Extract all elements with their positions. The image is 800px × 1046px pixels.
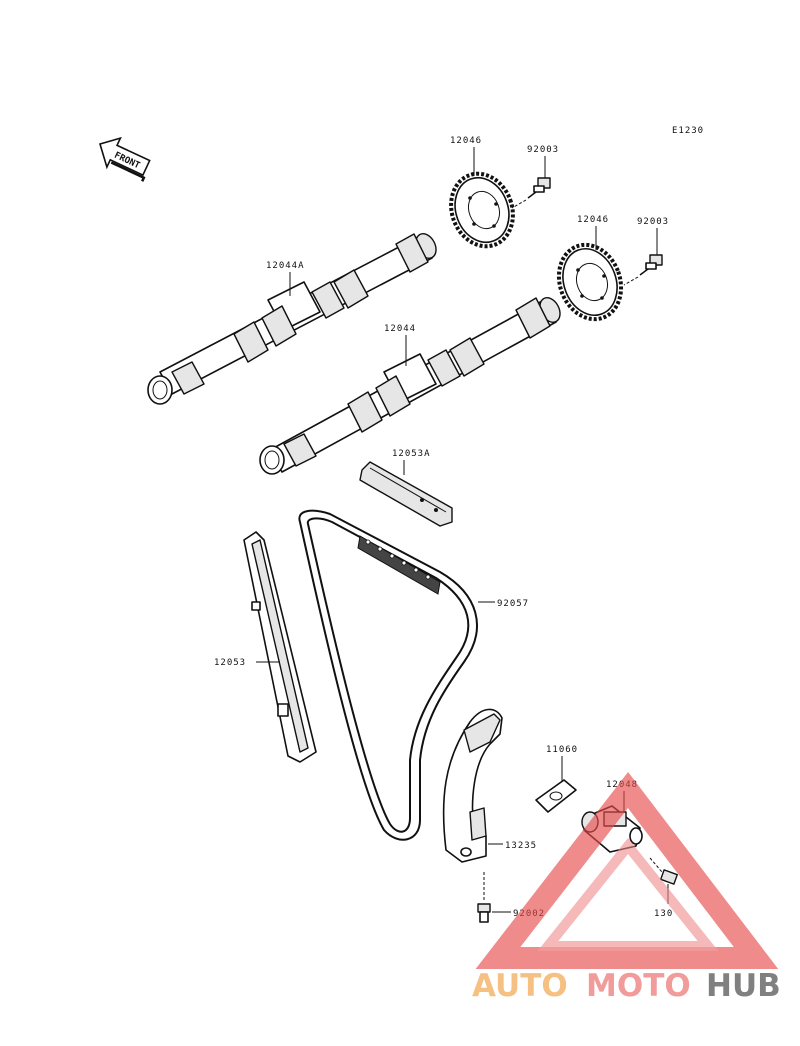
watermark-word-hub: HUB [706, 968, 781, 1004]
camshaft-12044 [259, 297, 561, 475]
label-bolt-right: 92003 [637, 217, 669, 227]
watermark-triangle-icon [475, 771, 779, 969]
tensioner-gasket [535, 779, 577, 813]
label-bolt-left: 92003 [527, 145, 559, 155]
label-sprocket-right: 12046 [577, 215, 609, 225]
watermark-word-auto: AUTO [472, 968, 568, 1004]
rear-chain-guide [442, 708, 503, 863]
label-tensioner-bolt: 130 [654, 909, 673, 919]
sprocket-bolt-right [639, 254, 663, 276]
guide-bolt-bottom [477, 872, 491, 923]
front-arrow-icon: FRONT [99, 136, 151, 182]
label-chain: 92057 [497, 599, 529, 609]
diagram-code: E1230 [672, 126, 704, 136]
camshaft-12044a [147, 233, 437, 405]
front-chain-guide [243, 531, 317, 763]
sprocket-bolt-left [527, 177, 551, 199]
camshaft-sprocket-right [556, 242, 624, 322]
label-gasket: 11060 [546, 745, 578, 755]
upper-chain-guide [359, 461, 453, 527]
camshaft-sprocket-left [449, 171, 515, 249]
label-camshaft-exhaust: 12044 [384, 324, 416, 334]
label-upper-guide: 12053A [392, 449, 431, 459]
label-rear-guide: 13235 [505, 841, 537, 851]
timing-chain [298, 509, 478, 841]
label-front-guide: 12053 [214, 658, 246, 668]
watermark-word-moto: MOTO [586, 968, 691, 1004]
watermark-logo: AUTO MOTO HUB [472, 771, 781, 1004]
label-sprocket-left: 12046 [450, 136, 482, 146]
tensioner-bolt [649, 857, 678, 885]
label-camshaft-intake: 12044A [266, 261, 305, 271]
